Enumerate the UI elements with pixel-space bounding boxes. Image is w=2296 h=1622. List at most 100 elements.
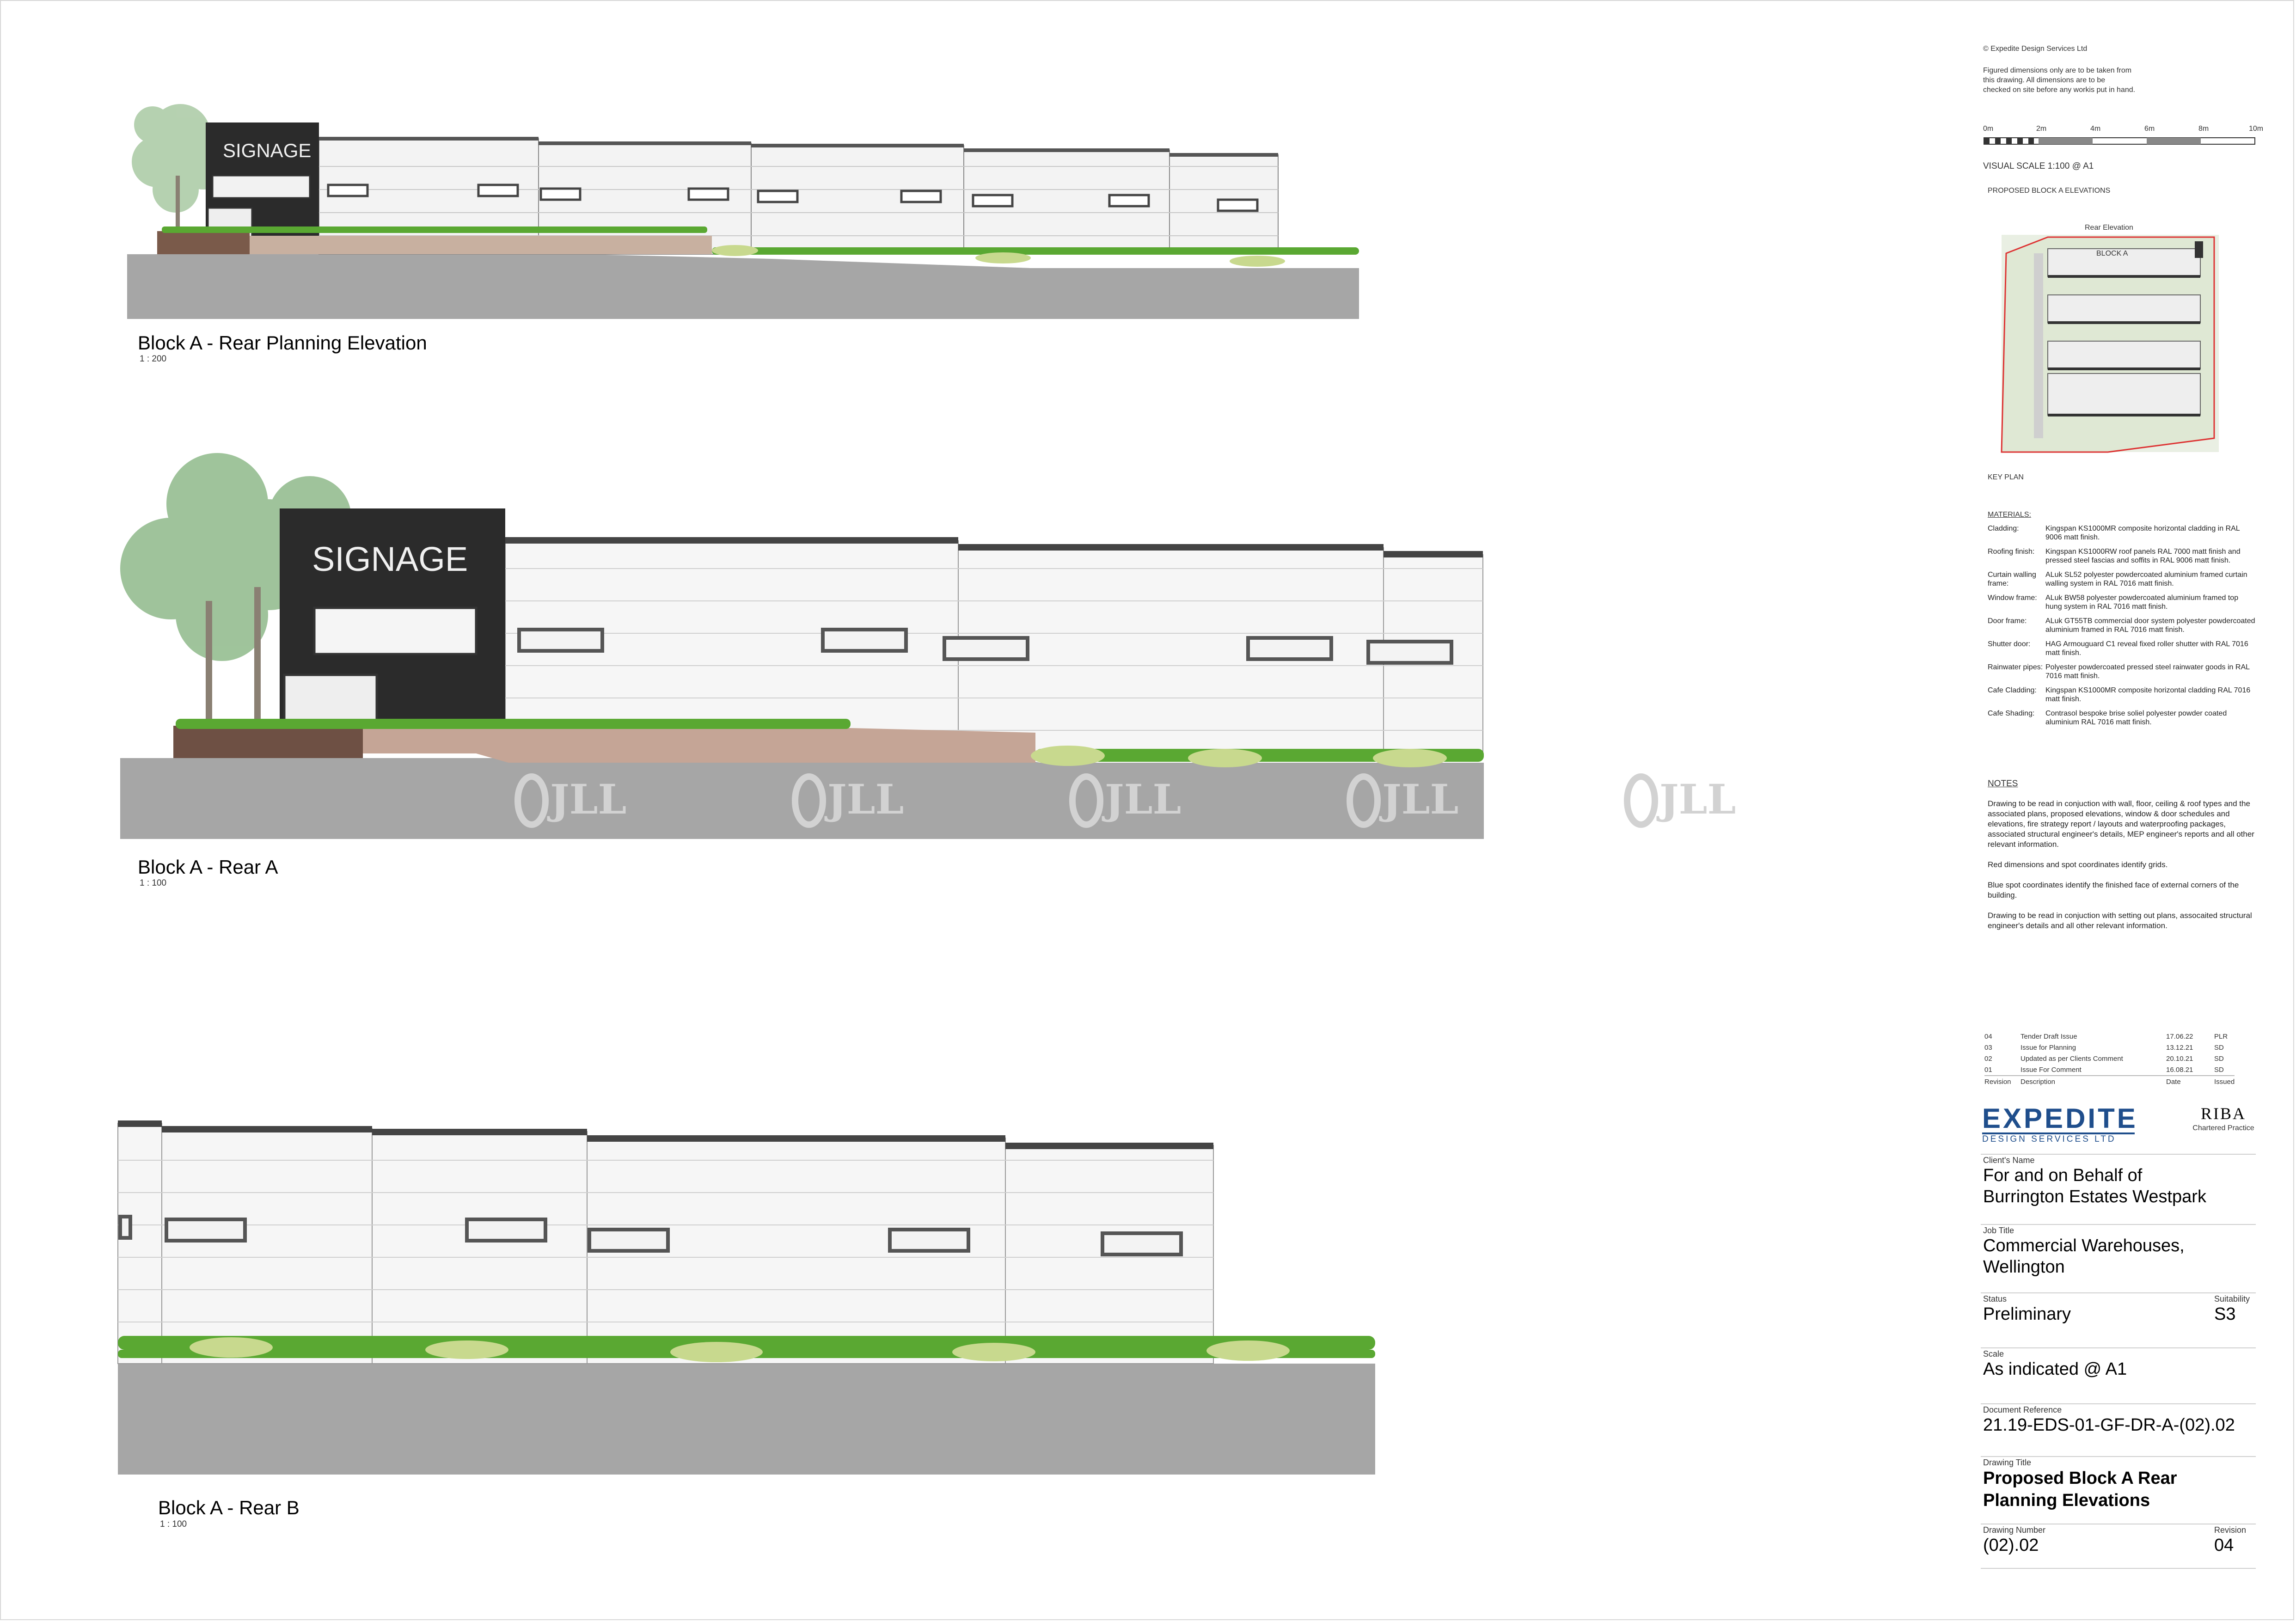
material-key: Cafe Shading: bbox=[1988, 710, 2035, 717]
scale-tick: 10m bbox=[2249, 125, 2264, 133]
riba-logo-text: RIBA bbox=[2200, 1104, 2246, 1123]
key-plan-heading: PROPOSED BLOCK A ELEVATIONS bbox=[1988, 187, 2111, 195]
material-value: Kingspan KS1000MR composite horizontal c… bbox=[2045, 686, 2251, 703]
signage-text: SIGNAGE bbox=[223, 140, 311, 161]
scale-tick: 4m bbox=[2090, 125, 2101, 133]
key-plan-block-label: BLOCK A bbox=[2096, 250, 2128, 257]
status-field: Status Preliminary bbox=[1983, 1294, 2256, 1325]
disclaimer-line: this drawing. All dimensions are to be bbox=[1983, 76, 2106, 84]
materials-section: MATERIALS: Cladding:Kingspan KS1000MR co… bbox=[1988, 510, 2256, 732]
scale-label: Scale bbox=[1983, 1349, 2004, 1359]
disclaimer-line: Figured dimensions only are to be taken … bbox=[1983, 67, 2132, 74]
drawing-number-field: Drawing Number (02).02 bbox=[1983, 1525, 2256, 1556]
visual-scale-caption: VISUAL SCALE 1:100 @ A1 bbox=[1983, 161, 2094, 171]
disclaimer: Figured dimensions only are to be taken … bbox=[1983, 66, 2256, 95]
material-row: Window frame:ALuk BW58 polyester powderc… bbox=[1988, 594, 2256, 611]
material-key: Shutter door: bbox=[1988, 640, 2031, 648]
drawing-scale-rear-b: 1 : 100 bbox=[160, 1519, 187, 1529]
material-row: Cafe Shading: Contrasol bespoke brise sol… bbox=[1988, 709, 2256, 727]
company-logo-sub: DESIGN SERVICES LTD bbox=[1982, 1134, 2116, 1144]
material-key: Roofing finish: bbox=[1988, 548, 2035, 556]
scale-value: As indicated @ A1 bbox=[1983, 1359, 2127, 1379]
watermark-row: JLL JLL JLL JLL JLL bbox=[514, 773, 1736, 828]
scale-bar: 0m 2m 4m 6m 8m 10m bbox=[1983, 124, 2263, 152]
watermark-jll-1: JLL bbox=[547, 775, 626, 823]
job-label: Job Title bbox=[1983, 1226, 2014, 1235]
note-item: Blue spot coordinates identify the finis… bbox=[1988, 881, 2239, 900]
rev-by-cell: PLR bbox=[2214, 1032, 2228, 1041]
job-line: Wellington bbox=[1983, 1257, 2065, 1277]
revision-value: 04 bbox=[2214, 1536, 2234, 1555]
material-row: Cafe Cladding:Kingspan KS1000MR composit… bbox=[1988, 686, 2256, 704]
scale-tick: 0m bbox=[1983, 125, 1994, 133]
rev-header: Date bbox=[2166, 1075, 2214, 1087]
rev-cell: 02 bbox=[1984, 1054, 1992, 1063]
material-row: Shutter door: HAG Armouguard C1 reveal fi… bbox=[1988, 640, 2256, 657]
material-row: Door frame: ALuk GT55TB commercial door s… bbox=[1988, 617, 2256, 634]
riba-logo-sub: Chartered Practice bbox=[2192, 1124, 2254, 1132]
drawing-number-label: Drawing Number bbox=[1983, 1525, 2046, 1535]
drawing-title-line: Proposed Block A Rear bbox=[1983, 1469, 2177, 1488]
material-key: Curtain walling frame: bbox=[1988, 571, 2036, 588]
rev-cell: 04 bbox=[1984, 1032, 1992, 1041]
drawing-title-field: Drawing Title Proposed Block A Rear Plan… bbox=[1983, 1458, 2256, 1512]
scale-bar-graphic bbox=[1984, 137, 2255, 145]
material-key: Door frame: bbox=[1988, 617, 2027, 625]
material-value: ALuk SL52 polyester powdercoated alumini… bbox=[2045, 571, 2247, 588]
material-value: Contrasol bespoke brise soliel polyester… bbox=[2045, 710, 2227, 726]
material-value: ALuk GT55TB commercial door system polye… bbox=[2045, 617, 2255, 634]
client-line: Burrington Estates Westpark bbox=[1983, 1187, 2206, 1206]
material-value: Polyester powdercoated pressed steel rai… bbox=[2045, 663, 2250, 680]
watermark-jll-5: JLL bbox=[1656, 775, 1736, 823]
elevation-rear-b bbox=[116, 1114, 1382, 1484]
scale-tick: 8m bbox=[2198, 125, 2209, 133]
material-row: Curtain walling frame: ALuk SL52 polyeste… bbox=[1988, 570, 2256, 588]
material-row: Roofing finish: Kingspan KS1000RW roof pa… bbox=[1988, 547, 2256, 565]
notes-heading: NOTES bbox=[1988, 779, 2018, 789]
scale-tick: 6m bbox=[2144, 125, 2155, 133]
rev-desc-cell: Issue For Comment bbox=[2020, 1065, 2082, 1074]
key-plan-caption: KEY PLAN bbox=[1988, 473, 2024, 481]
rev-desc-cell: Issue for Planning bbox=[2020, 1043, 2076, 1052]
rev-desc-cell: Updated as per Clients Comment bbox=[2020, 1054, 2123, 1063]
material-value: Kingspan KS1000RW roof panels RAL 7000 m… bbox=[2045, 548, 2241, 564]
suitability-field: Suitability S3 bbox=[2214, 1294, 2256, 1325]
suitability-label: Suitability bbox=[2214, 1294, 2250, 1304]
docref-value: 21.19-EDS-01-GF-DR-A-(02).02 bbox=[1983, 1415, 2235, 1435]
drawing-title-rear-a: Block A - Rear A bbox=[138, 856, 278, 878]
notes-section: NOTES Drawing to be read in conjuction w… bbox=[1988, 778, 2258, 941]
drawing-title-rear-planning: Block A - Rear Planning Elevation bbox=[138, 332, 427, 354]
status-value: Preliminary bbox=[1983, 1304, 2071, 1324]
scale-field: Scale As indicated @ A1 bbox=[1983, 1349, 2256, 1380]
disclaimer-line: checked on site before any workis put in… bbox=[1983, 86, 2136, 94]
material-key: Rainwater pipes: bbox=[1988, 663, 2043, 671]
company-logo-name: EXPEDITE bbox=[1982, 1103, 2138, 1134]
rev-date-cell: 16.08.21 bbox=[2166, 1065, 2193, 1074]
rev-date-cell: 13.12.21 bbox=[2166, 1043, 2193, 1052]
client-line: For and on Behalf of bbox=[1983, 1166, 2143, 1185]
rev-header: Revision bbox=[1984, 1075, 2020, 1087]
suitability-value: S3 bbox=[2214, 1304, 2236, 1324]
watermark-jll-2: JLL bbox=[824, 775, 904, 823]
docref-label: Document Reference bbox=[1983, 1405, 2062, 1414]
job-field: Job Title Commercial Warehouses, Welling… bbox=[1983, 1226, 2256, 1278]
watermark-jll-4: JLL bbox=[1379, 775, 1458, 823]
job-line: Commercial Warehouses, bbox=[1983, 1236, 2185, 1255]
rev-date-cell: 17.06.22 bbox=[2166, 1032, 2193, 1041]
revision-label: Revision bbox=[2214, 1525, 2247, 1535]
material-value: HAG Armouguard C1 reveal fixed roller sh… bbox=[2045, 640, 2248, 657]
client-field: Client's Name For and on Behalf of Burri… bbox=[1983, 1156, 2256, 1207]
material-value: Kingspan KS1000MR composite horizontal c… bbox=[2045, 525, 2240, 541]
elevation-rear-a-drawing: JLL JLL JLL JLL JLL bbox=[120, 453, 1736, 839]
elevation-rear-planning-drawing: SIGNAGE bbox=[127, 104, 1359, 319]
elevation-rear-b-drawing bbox=[117, 1120, 1375, 1475]
copyright: © Expedite Design Services Ltd bbox=[1983, 45, 2088, 53]
rev-desc-cell: Tender Draft Issue bbox=[2020, 1032, 2077, 1041]
drawing-title-rear-b: Block A - Rear B bbox=[158, 1497, 300, 1518]
rev-by-cell: SD bbox=[2214, 1065, 2224, 1074]
